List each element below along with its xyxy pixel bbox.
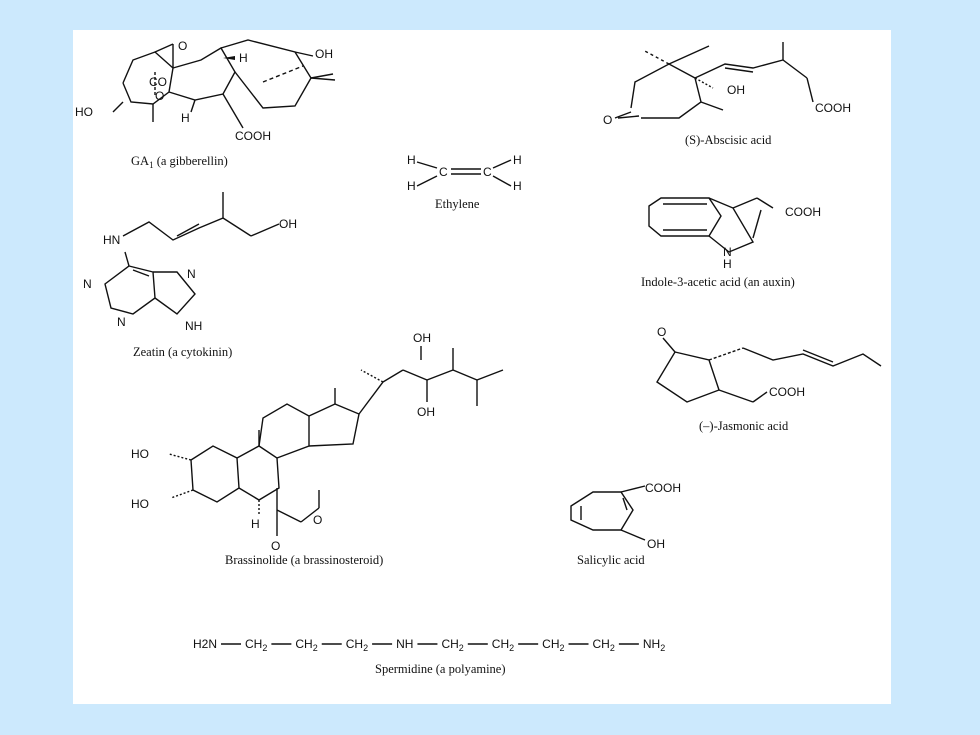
zeatin-hn-label: HN: [103, 233, 120, 247]
iaa-n-label: N: [723, 245, 732, 259]
bl-oh1: OH: [413, 331, 431, 345]
ja-o-label: O: [657, 325, 666, 339]
spermidine-group-0: H2N: [193, 637, 217, 651]
ga1-h1-label: H: [239, 51, 248, 65]
ga1-oh-label: OH: [315, 47, 333, 61]
ga1-cooh-label: COOH: [235, 129, 271, 143]
spermidine-group-4: NH: [396, 637, 413, 651]
ethylene-caption: Ethylene: [435, 197, 480, 211]
spermidine-group-2: CH2: [295, 637, 317, 653]
zeatin-n3: N: [187, 267, 196, 281]
spermidine-formula: H2N CH2 CH2 CH2 NH CH2 CH2 CH2 CH2 NH2: [193, 637, 665, 653]
spermidine-structure: H2N CH2 CH2 CH2 NH CH2 CH2 CH2 CH2 NH2 Spermidine…: [193, 637, 665, 676]
spermidine-group-7: CH2: [542, 637, 564, 653]
ga1-o2-label: O: [155, 89, 164, 103]
aba-o-label: O: [603, 113, 612, 127]
ga1-co-label: CO: [149, 75, 167, 89]
ga1-caption: GA1 (a gibberellin): [131, 154, 228, 170]
bl-o2: O: [313, 513, 322, 527]
ja-cooh-label: COOH: [769, 385, 805, 399]
sa-oh-label: OH: [647, 537, 665, 551]
brassinolide-structure: OH OH HO HO H O O Brassinolide (a brassi…: [131, 331, 504, 567]
spermidine-group-3: CH2: [346, 637, 368, 653]
bl-ho1: HO: [131, 447, 149, 461]
zeatin-n1: N: [83, 277, 92, 291]
bl-o1: O: [271, 539, 280, 553]
salicylic-caption: Salicylic acid: [577, 553, 645, 567]
spermidine-group-5: CH2: [441, 637, 463, 653]
ga1-o-label: O: [178, 39, 187, 53]
iaa-cooh-label: COOH: [785, 205, 821, 219]
iaa-h-label: H: [723, 257, 732, 271]
bl-oh2: OH: [417, 405, 435, 419]
structures-canvas: O CO O H OH HO H COOH GA1 (a gibberellin…: [75, 39, 882, 676]
eth-h1: H: [407, 153, 416, 167]
eth-c1: C: [439, 165, 448, 179]
zeatin-oh-label: OH: [279, 217, 297, 231]
eth-h2: H: [407, 179, 416, 193]
sa-cooh-label: COOH: [645, 481, 681, 495]
salicylic-structure: COOH OH Salicylic acid: [570, 481, 681, 567]
jasmonic-structure: O COOH (–)-Jasmonic acid: [656, 325, 882, 433]
abscisic-caption: (S)-Abscisic acid: [685, 133, 772, 147]
spermidine-group-6: CH2: [492, 637, 514, 653]
spermidine-group-8: CH2: [593, 637, 615, 653]
eth-h3: H: [513, 153, 522, 167]
ga1-ho-label: HO: [75, 105, 93, 119]
aba-cooh-label: COOH: [815, 101, 851, 115]
aba-oh-label: OH: [727, 83, 745, 97]
ga1-structure: O CO O H OH HO H COOH GA1 (a gibberellin…: [75, 39, 336, 170]
indole-caption: Indole-3-acetic acid (an auxin): [641, 275, 795, 289]
eth-h4: H: [513, 179, 522, 193]
ethylene-structure: H H C C H H Ethylene: [407, 153, 522, 211]
zeatin-caption: Zeatin (a cytokinin): [133, 345, 232, 359]
zeatin-structure: HN OH N N N NH Zeatin (a cytokinin): [83, 192, 297, 359]
spermidine-group-9: NH2: [643, 637, 665, 653]
zeatin-nh: NH: [185, 319, 202, 333]
bl-ho2: HO: [131, 497, 149, 511]
brassinolide-caption: Brassinolide (a brassinosteroid): [225, 553, 383, 567]
iaa-structure: COOH N H Indole-3-acetic acid (an auxin): [641, 197, 821, 289]
abscisic-acid-structure: O OH COOH (S)-Abscisic acid: [603, 42, 851, 147]
eth-c2: C: [483, 165, 492, 179]
spermidine-caption: Spermidine (a polyamine): [375, 662, 506, 676]
zeatin-n2: N: [117, 315, 126, 329]
spermidine-group-1: CH2: [245, 637, 267, 653]
figure-panel: O CO O H OH HO H COOH GA1 (a gibberellin…: [73, 30, 891, 704]
jasmonic-caption: (–)-Jasmonic acid: [699, 419, 789, 433]
ga1-h2-label: H: [181, 111, 190, 125]
bl-h: H: [251, 517, 260, 531]
